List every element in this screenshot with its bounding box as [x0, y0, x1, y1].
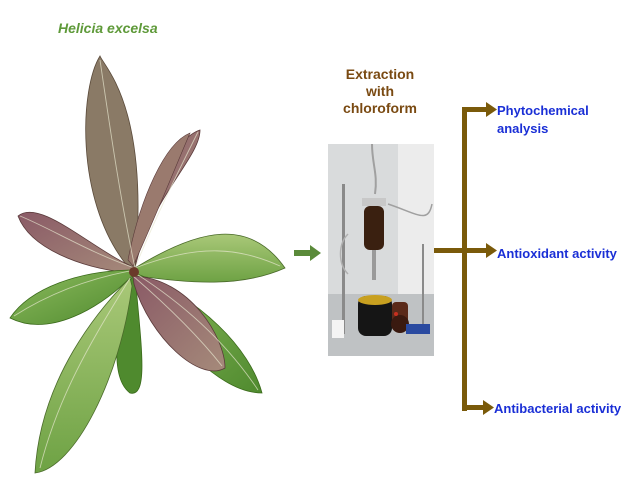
- arrow-shaft-3: [462, 405, 485, 410]
- output-1-line-1: Phytochemical: [497, 103, 589, 118]
- trunk-line: [462, 109, 467, 411]
- output-phytochemical-analysis: Phytochemical analysis: [497, 102, 589, 138]
- plant-name-label: Helicia excelsa: [58, 20, 158, 36]
- leaf: [132, 275, 226, 372]
- connector-line: [434, 248, 464, 253]
- output-antioxidant-activity: Antioxidant activity: [497, 246, 617, 261]
- arrowhead-2: [486, 243, 497, 258]
- process-line-3: chloroform: [343, 100, 417, 116]
- arrowhead-1: [486, 102, 497, 117]
- leaf: [85, 55, 139, 269]
- leaf: [127, 132, 191, 267]
- leaf: [9, 269, 136, 325]
- process-line-2: with: [366, 83, 394, 99]
- output-1-line-2: analysis: [497, 121, 549, 136]
- arrowhead-3: [483, 400, 494, 415]
- process-label: Extraction with chloroform: [318, 66, 442, 117]
- output-antibacterial-activity: Antibacterial activity: [494, 401, 622, 416]
- arrow-right-icon: [294, 245, 321, 261]
- plant-illustration: [9, 55, 286, 474]
- branch-arrows: [434, 102, 497, 415]
- process-line-1: Extraction: [345, 66, 415, 82]
- leaf: [134, 233, 286, 283]
- arrow-shaft-2: [464, 248, 488, 253]
- lab-apparatus-photo: [328, 144, 434, 356]
- arrow-shaft-1: [462, 107, 488, 112]
- leaf: [34, 277, 133, 474]
